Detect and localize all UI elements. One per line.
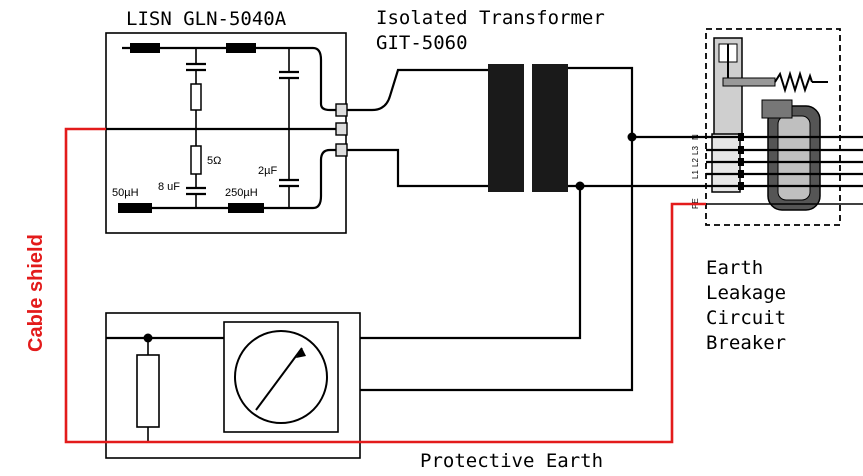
meter-shunt-resistor [136,354,160,428]
contact-l1b [738,182,744,190]
breaker-spring [774,70,813,94]
contact-l2 [738,158,744,166]
transformer-label-line1: Isolated Transformer [376,7,605,29]
breaker-label-line4: Breaker [706,332,786,354]
contact-l3 [738,146,744,154]
transformer-core-left [488,64,524,192]
earth-leakage-circuit-breaker: N L3 L2 L1 PE Earth Leakage Circuit Brea… [691,28,863,354]
isolated-transformer: Isolated Transformer GIT-5060 [376,7,605,192]
capacitor-right-label: 2µF [258,165,277,177]
resistor-bottom [190,145,202,175]
meter-enclosure [105,312,361,459]
breaker-toroid-inner [777,115,811,201]
terminal-label-n: N [691,134,700,140]
connector-middle [335,122,348,136]
terminal-label-l1: L1 [691,170,700,179]
breaker-dashed-box [705,28,841,226]
terminal-label-l3: L3 [691,146,700,155]
meter-box [105,312,361,459]
wire-meter-to-neutral [360,137,634,392]
lisn-top-lead [312,46,336,112]
resistor-top [190,83,202,111]
connector-bottom [335,143,348,157]
lisn: LISN GLN-5040A [105,8,348,234]
breaker-coil [761,99,793,119]
resistor-label: 5Ω [207,155,221,167]
breaker-label-line3: Circuit [706,307,786,329]
wire-lisn-to-transformer-top [347,68,488,112]
cable-shield-path [64,127,706,444]
capacitor-label: 8 uF [158,181,180,193]
meter-needle-arrow-icon [296,348,306,358]
inductor-label-right: 250µH [225,187,258,199]
cable-shield-label: Cable shield [25,234,47,352]
inductor-label-left: 50µH [112,187,139,199]
transformer-label-line2: GIT-5060 [376,32,468,54]
contact-n [738,133,744,141]
transformer-core-right [532,64,568,192]
wire-transformer-to-breaker-n [568,66,706,139]
wire-lisn-to-transformer-bottom [347,148,488,188]
protective-earth-label: Protective Earth [420,450,603,472]
connector-top [335,103,348,117]
meter-needle [255,347,303,411]
lisn-bottom-lead [312,148,336,210]
lisn-bottom-inductor-left [118,203,152,213]
lisn-top-inductor-right [226,43,256,53]
terminal-label-l2: L2 [691,158,700,167]
lisn-top-inductor-left [130,43,160,53]
breaker-label-line2: Leakage [706,282,786,304]
breaker-label-line1: Earth [706,257,763,279]
lisn-bottom-inductor-right [228,203,264,213]
lisn-label: LISN GLN-5040A [126,8,287,30]
breaker-lever [722,77,776,87]
wire-meter-to-l1 [360,186,582,340]
contact-l1 [738,170,744,178]
